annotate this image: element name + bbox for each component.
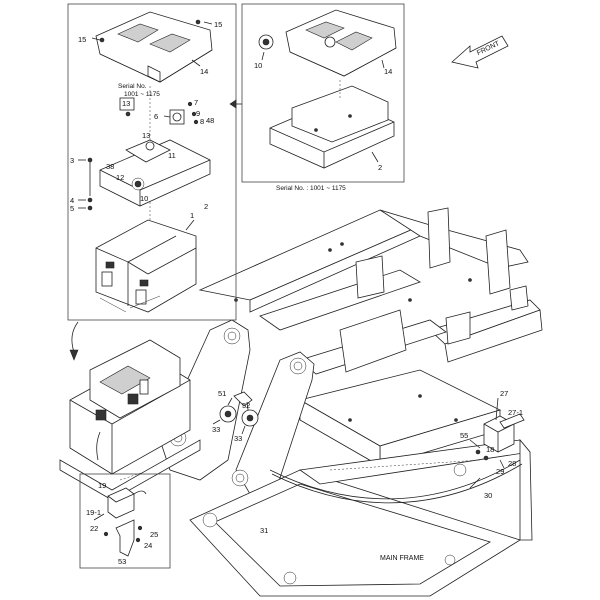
main-frame-label: MAIN FRAME [380,555,424,562]
battery-detail-inset [67,3,237,321]
callout-10: 10 [140,194,148,203]
callout-25: 25 [150,530,158,539]
callout-2: 2 [204,202,208,211]
callout-1: 1 [190,211,194,220]
callout-38: 38 [106,162,114,171]
callout-15: 15 [214,20,222,29]
callout-13: 13 [142,131,150,140]
callout-5: 5 [70,204,74,213]
lamp-detail-inset [79,473,171,569]
callout-19: 19 [98,481,106,490]
callout-4: 4 [70,196,74,205]
callout-11: 11 [168,151,176,160]
callout-9: 9 [196,109,200,118]
serial-note-right: Serial No. : 1001 ~ 1175 [276,185,346,192]
callout-22: 22 [90,524,98,533]
callout-24: 24 [144,541,152,550]
cover-detail-inset [229,3,405,183]
callout-28: 28 [508,459,516,468]
callout-19-1: 19-1 [86,508,101,517]
callout-15: 15 [78,35,86,44]
callout-31: 31 [260,526,268,535]
serial-note-left-line1: Serial No. [118,83,147,90]
callout-33: 33 [234,434,242,443]
main-frame-drawing [119,207,543,597]
callout-33: 33 [212,425,220,434]
callout-27: 27 [500,389,508,398]
callout-7: 7 [194,98,198,107]
callout-2: 2 [378,163,382,172]
callout-14: 14 [200,67,208,76]
callout-10: 10 [254,61,262,70]
callout-29: 29 [496,467,504,476]
serial-note-left: Serial No. 1001 ~ 1175 [118,83,160,98]
callout-53: 53 [118,557,126,566]
callout-52: 52 [242,401,250,410]
callout-51: 51 [218,389,226,398]
rollers-51-52-33 [212,391,259,435]
callout-18: 18 [486,445,494,454]
front-direction-arrow [451,35,509,69]
callout-14: 14 [384,67,392,76]
serial-note-left-line2: 1001 ~ 1175 [124,91,160,98]
callout-13: 13 [122,99,130,108]
callout-48: 48 [206,116,214,125]
callout-labels: 15 15 14 10 14 13 7 6 9 8 48 13 2 3 38 1… [70,20,523,566]
callout-55: 55 [460,431,468,440]
callout-8: 8 [200,117,204,126]
callout-30: 30 [484,491,492,500]
battery-assembly-on-frame [59,321,201,501]
tank-27-assembly [469,397,525,489]
callout-6: 6 [154,112,158,121]
callout-3: 3 [70,156,74,165]
callout-27-1: 27-1 [508,408,523,417]
callout-12: 12 [116,173,124,182]
